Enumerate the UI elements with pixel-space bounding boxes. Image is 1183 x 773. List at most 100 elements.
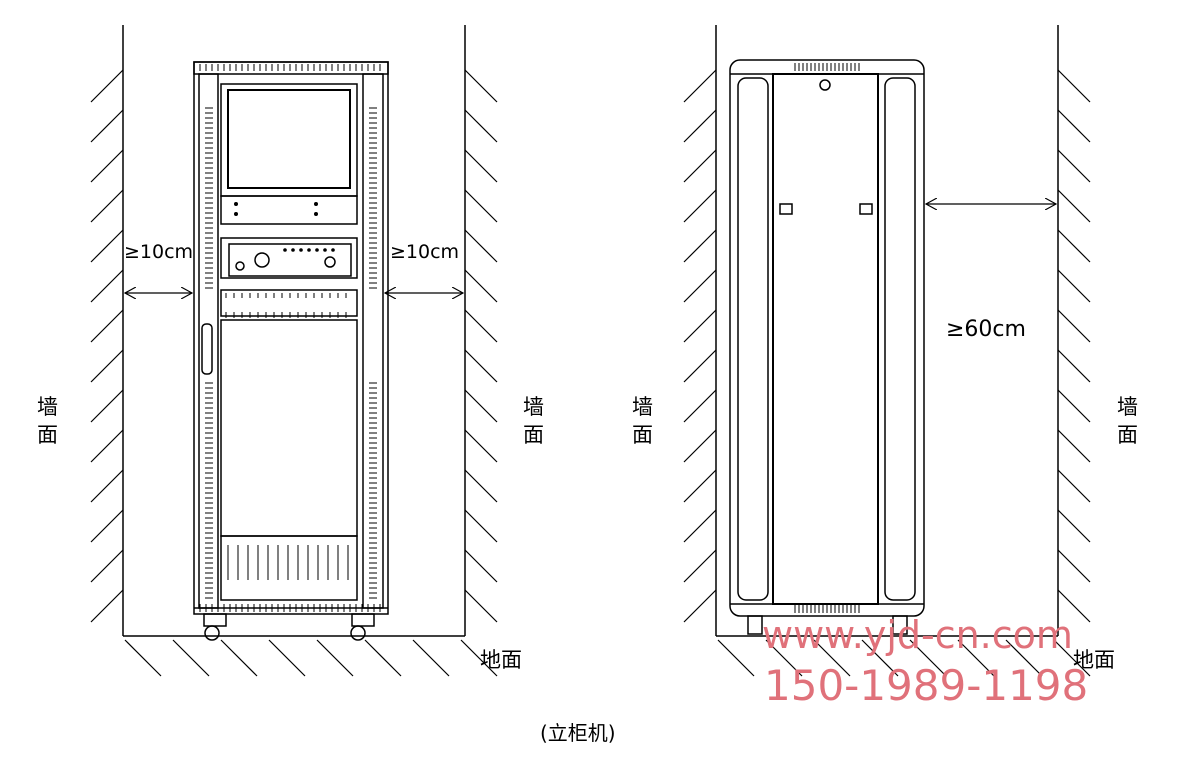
hatch-stroke: [464, 69, 498, 103]
left-wall-label-1: 墙: [632, 395, 653, 419]
hatch-stroke: [90, 549, 124, 583]
hatch-stroke: [90, 149, 124, 183]
hatch-stroke: [1057, 509, 1091, 543]
hatch-stroke: [460, 639, 498, 677]
hatch-stroke: [1057, 149, 1091, 183]
hatch-stroke: [364, 639, 402, 677]
hatch-stroke: [957, 639, 995, 677]
left-wall-hatching: [683, 69, 717, 623]
hatch-stroke: [1053, 639, 1091, 677]
hatch-stroke: [1057, 389, 1091, 423]
hatch-stroke: [90, 469, 124, 503]
cabinet-side-vents: [794, 63, 860, 613]
hatch-stroke: [464, 269, 498, 303]
hatch-stroke: [464, 109, 498, 143]
hatch-stroke: [683, 309, 717, 343]
hatch-stroke: [683, 469, 717, 503]
hatch-stroke: [683, 589, 717, 623]
hatch-stroke: [90, 189, 124, 223]
left-wall-label-2: 面: [37, 423, 58, 447]
hatch-stroke: [1057, 429, 1091, 463]
hatch-stroke: [683, 189, 717, 223]
hatch-stroke: [412, 639, 450, 677]
hatch-stroke: [683, 509, 717, 543]
hatch-stroke: [1057, 469, 1091, 503]
hatch-stroke: [90, 389, 124, 423]
right-wall-label-2: 面: [1117, 423, 1138, 447]
hatch-stroke: [464, 509, 498, 543]
hatch-stroke: [464, 589, 498, 623]
hatch-stroke: [683, 269, 717, 303]
hatch-stroke: [1005, 639, 1043, 677]
hatch-stroke: [717, 639, 755, 677]
hatch-stroke: [683, 109, 717, 143]
hatch-stroke: [683, 349, 717, 383]
hatch-stroke: [1057, 189, 1091, 223]
hatch-stroke: [464, 149, 498, 183]
right-wall-hatching: [464, 69, 498, 623]
hatch-stroke: [683, 389, 717, 423]
hatch-stroke: [172, 639, 210, 677]
hatch-stroke: [765, 639, 803, 677]
hatch-stroke: [683, 429, 717, 463]
left-wall-hatching: [90, 69, 124, 623]
right-clearance-label: ≥10cm: [390, 241, 459, 263]
hatch-stroke: [316, 639, 354, 677]
hatch-stroke: [1057, 69, 1091, 103]
cabinet-front: [193, 61, 389, 641]
hatch-stroke: [861, 639, 899, 677]
left-wall-label-1: 墙: [37, 395, 58, 419]
hatch-stroke: [1057, 549, 1091, 583]
hatch-stroke: [220, 639, 258, 677]
hatch-stroke: [1057, 229, 1091, 263]
hatch-stroke: [464, 229, 498, 263]
hatch-stroke: [464, 309, 498, 343]
hatch-stroke: [90, 229, 124, 263]
watermark-phone: 150-1989-1198: [764, 661, 1088, 710]
rear-clearance-label: ≥60cm: [946, 317, 1026, 342]
left-wall-label-2: 面: [632, 423, 653, 447]
hatch-stroke: [464, 469, 498, 503]
floor-label: 地面: [480, 648, 522, 672]
hatch-stroke: [90, 269, 124, 303]
hatch-stroke: [464, 549, 498, 583]
panel-dots: [234, 202, 335, 252]
right-wall-label-1: 墙: [1117, 395, 1138, 419]
hatch-stroke: [124, 639, 162, 677]
hatch-stroke: [909, 639, 947, 677]
right-wall-hatching: [1057, 69, 1091, 623]
hatch-stroke: [1057, 269, 1091, 303]
right-view: ≥60cm 墙 面 墙 面 地面: [632, 25, 1138, 677]
hatch-stroke: [90, 109, 124, 143]
hatch-stroke: [683, 149, 717, 183]
left-view: ≥10cm ≥10cm 墙 面 墙 面 地面: [37, 25, 544, 677]
left-clearance-label: ≥10cm: [124, 241, 193, 263]
watermark-url: www.yjd-cn.com: [762, 613, 1073, 657]
hatch-stroke: [90, 309, 124, 343]
hatch-stroke: [90, 69, 124, 103]
cabinet-vents: [199, 64, 381, 612]
hatch-stroke: [1057, 109, 1091, 143]
hatch-stroke: [464, 429, 498, 463]
hatch-stroke: [464, 349, 498, 383]
right-wall-label-2: 面: [523, 423, 544, 447]
hatch-stroke: [90, 589, 124, 623]
hatch-stroke: [268, 639, 306, 677]
hatch-stroke: [90, 509, 124, 543]
hatch-stroke: [464, 189, 498, 223]
hatch-stroke: [464, 389, 498, 423]
cabinet-side: [729, 59, 925, 635]
floor-label: 地面: [1073, 648, 1115, 672]
hatch-stroke: [90, 429, 124, 463]
hatch-stroke: [1057, 309, 1091, 343]
hatch-stroke: [683, 229, 717, 263]
hatch-stroke: [1057, 349, 1091, 383]
caption: (立柜机): [540, 721, 616, 745]
hatch-stroke: [1057, 589, 1091, 623]
hatch-stroke: [813, 639, 851, 677]
hatch-stroke: [683, 549, 717, 583]
hatch-stroke: [90, 349, 124, 383]
floor-hatching: [124, 639, 498, 677]
right-wall-label-1: 墙: [523, 395, 544, 419]
